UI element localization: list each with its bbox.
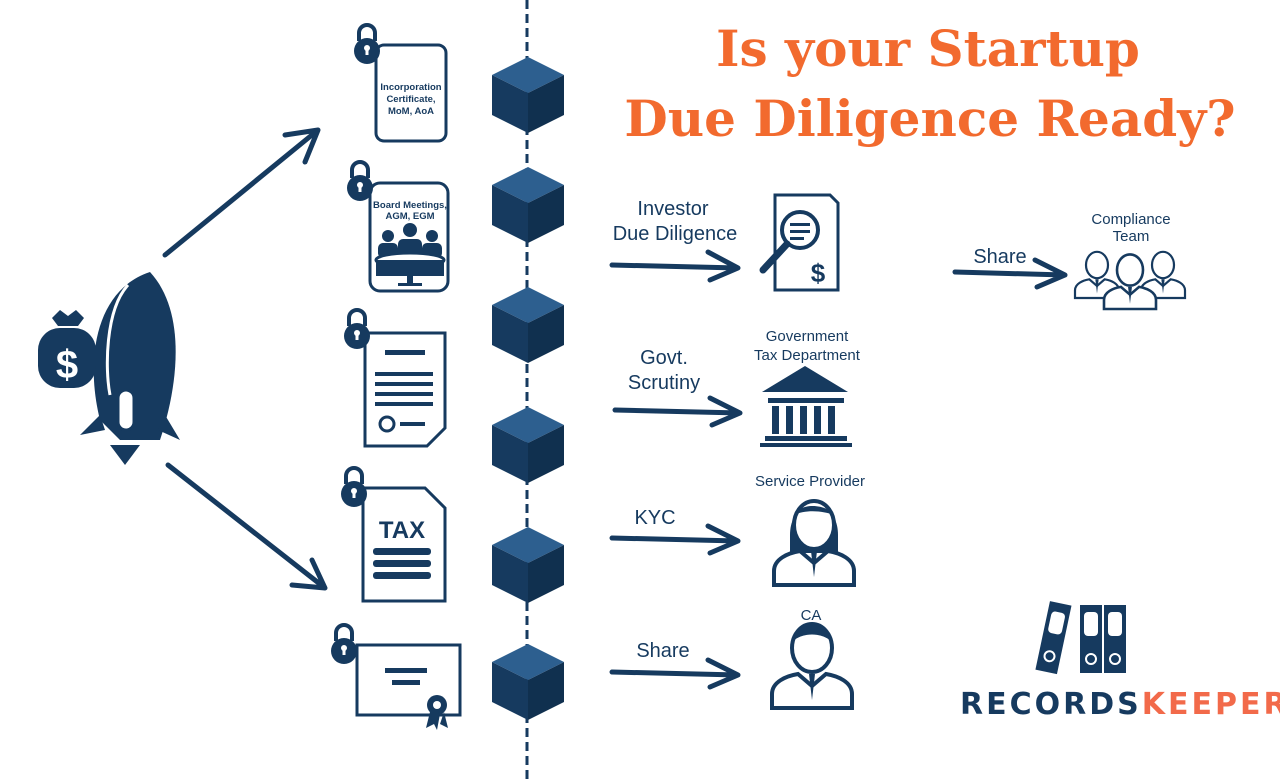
svg-text:$: $ — [56, 343, 78, 387]
money-bag-icon: $ — [38, 310, 96, 388]
flow-label: Investor — [637, 198, 708, 220]
block-cube-icon — [492, 57, 564, 133]
document-board-meetings: Board Meetings, AGM, EGM — [345, 160, 450, 293]
arrow-right-icon — [952, 257, 1068, 290]
arrow-down-icon — [165, 462, 328, 591]
government-building-icon — [760, 366, 852, 447]
target-label: Tax Department — [754, 347, 861, 364]
flow-label: Due Diligence — [613, 223, 738, 245]
flow-label: KYC — [634, 507, 675, 529]
flow-label: Govt. — [640, 347, 688, 369]
document-form — [342, 308, 447, 448]
svg-text:Board Meetings,: Board Meetings, — [373, 200, 447, 211]
block-cube-icon — [492, 287, 564, 363]
block-cube-icon — [492, 644, 564, 720]
rocket-icon — [80, 272, 180, 465]
flow-label: Share — [636, 640, 689, 662]
document-incorporation: Incorporation Certificate, MoM, AoA — [352, 23, 448, 143]
target-label: CA — [801, 607, 822, 624]
block-cube-icon — [492, 167, 564, 243]
arrow-right-icon — [612, 395, 743, 428]
arrow-up-icon — [162, 127, 321, 258]
svg-text:Incorporation: Incorporation — [380, 82, 441, 93]
lock-icon — [345, 160, 375, 203]
document-certificate — [329, 623, 462, 730]
svg-text:$: $ — [811, 258, 826, 288]
arrow-right-icon — [609, 523, 741, 556]
title-line-2: Due Diligence Ready? — [624, 89, 1235, 148]
target-label: Government — [766, 328, 849, 345]
ca-person-icon — [770, 622, 854, 710]
document-tax: TAX — [339, 466, 447, 603]
blockchain-chain — [492, 0, 564, 780]
lock-icon — [342, 308, 372, 351]
svg-text:Certificate,: Certificate, — [386, 94, 435, 105]
service-provider-icon — [772, 499, 856, 587]
block-cube-icon — [492, 407, 564, 483]
recordskeeper-logo: RECORDSKEEPER’s — [960, 601, 1280, 722]
target-label: Service Provider — [755, 473, 865, 490]
flow-label: Scrutiny — [628, 372, 700, 394]
arrow-right-icon — [609, 249, 741, 283]
compliance-team-label: Compliance — [1091, 211, 1170, 228]
lock-icon — [339, 466, 369, 509]
compliance-team-label: Team — [1113, 228, 1150, 245]
svg-text:TAX: TAX — [379, 517, 425, 544]
block-cube-icon — [492, 527, 564, 603]
svg-text:AGM, EGM: AGM, EGM — [385, 211, 434, 222]
svg-text:RECORDSKEEPER’s: RECORDSKEEPER’s — [960, 687, 1280, 722]
logo-text-records: RECORDS — [960, 687, 1142, 722]
share-label: Share — [973, 246, 1026, 268]
lock-icon — [329, 623, 359, 666]
logo-text-keeper: KEEPER’s — [1142, 687, 1280, 722]
document-search-icon: $ — [759, 193, 840, 292]
compliance-team-icon — [1073, 250, 1187, 311]
lock-icon — [352, 23, 382, 66]
title-line-1: Is your Startup — [716, 19, 1140, 78]
svg-text:MoM, AoA: MoM, AoA — [388, 106, 434, 117]
meeting-people-icon — [374, 223, 446, 286]
arrow-right-icon — [609, 657, 741, 690]
